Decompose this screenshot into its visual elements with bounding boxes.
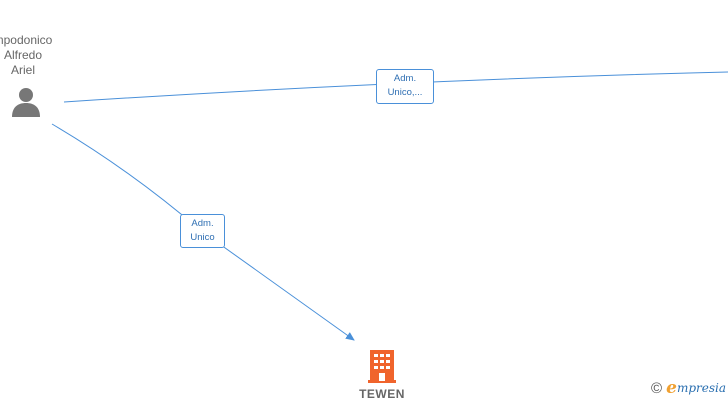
person-icon[interactable]: [10, 86, 42, 118]
brand-initial: e: [666, 378, 677, 398]
brand-name: mpresia: [676, 381, 726, 395]
copyright-symbol: ©: [651, 379, 663, 397]
brand-logo: © e mpresia: [651, 378, 726, 398]
company-name[interactable]: TEWEN: [359, 387, 405, 401]
building-icon[interactable]: [366, 348, 398, 384]
person-name[interactable]: mpodonico Alfredo Ariel: [0, 33, 53, 77]
edge-label-adm-unico[interactable]: Adm. Unico: [180, 214, 225, 248]
edge-label-adm-unico-top[interactable]: Adm. Unico,...: [376, 69, 434, 104]
